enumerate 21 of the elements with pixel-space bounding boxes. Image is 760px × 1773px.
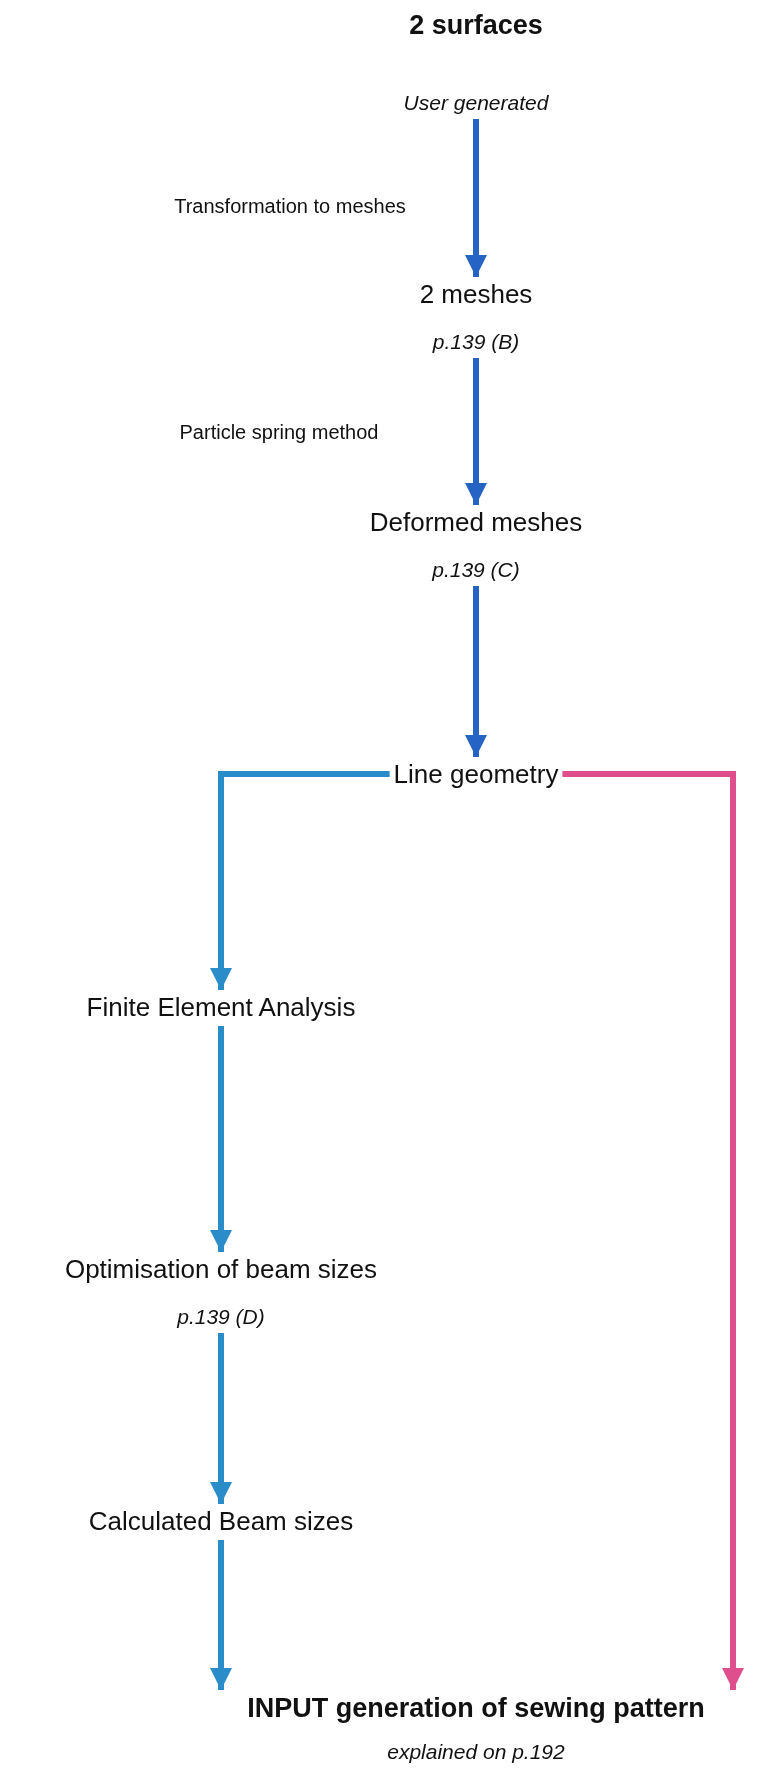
step-title: Line geometry bbox=[393, 759, 559, 789]
arrow bbox=[465, 358, 487, 505]
step-note: User generated bbox=[403, 91, 549, 115]
arrow bbox=[210, 1333, 232, 1504]
step-title: 2 meshes bbox=[419, 279, 533, 309]
arrow bbox=[210, 1026, 232, 1252]
step-title: Finite Element Analysis bbox=[86, 992, 356, 1022]
step-title: INPUT generation of sewing pattern bbox=[247, 1692, 705, 1724]
step-note: p.139 (D) bbox=[177, 1305, 265, 1329]
arrow bbox=[465, 586, 487, 757]
step-title: 2 surfaces bbox=[409, 9, 543, 41]
arrow bbox=[465, 119, 487, 277]
arrow bbox=[210, 771, 390, 990]
arrow bbox=[562, 771, 744, 1690]
step-note: p.139 (B) bbox=[432, 330, 520, 354]
arrow bbox=[210, 1540, 232, 1690]
step-title: Deformed meshes bbox=[369, 507, 583, 537]
step-title: Optimisation of beam sizes bbox=[64, 1254, 378, 1284]
step-note: explained on p.192 bbox=[387, 1740, 565, 1764]
step-note: p.139 (C) bbox=[432, 558, 520, 582]
step-title: Calculated Beam sizes bbox=[88, 1506, 354, 1536]
